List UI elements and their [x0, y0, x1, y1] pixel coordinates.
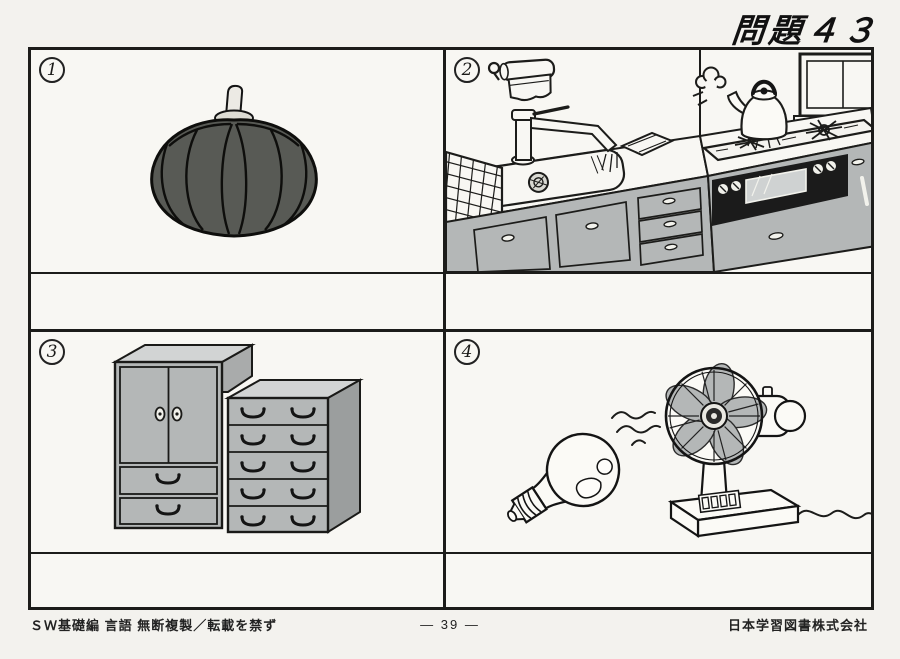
bulb-and-fan-illustration: [507, 362, 871, 539]
wardrobe-icon: [111, 343, 256, 530]
grid-vertical-divider: [443, 50, 446, 607]
oven-icon: [712, 154, 848, 226]
publisher-text: 日本学習図書株式会社: [727, 618, 868, 633]
answer-box-2: [446, 274, 871, 329]
panel-2-number: 2: [454, 57, 480, 83]
pumpkin-icon: [150, 84, 318, 238]
panel-3: 3: [31, 332, 443, 552]
steam-icon: [695, 66, 727, 91]
worksheet-grid: 1: [28, 47, 874, 610]
air-flow-icon: [611, 410, 661, 446]
page-footer: ＳＷ基礎編 言語 無断複製／転載を禁ず — 39 — 日本学習図書株式会社: [0, 615, 900, 639]
light-bulb-icon: [507, 432, 621, 524]
fan-guard-spokes: [668, 370, 760, 462]
chest-of-drawers-icon: [224, 378, 364, 534]
panel-1-number: 1: [39, 57, 65, 83]
fan-buttons: [697, 489, 742, 514]
kitchen-illustration: [446, 50, 871, 272]
answer-box-3: [31, 554, 443, 609]
electric-fan-icon: [664, 362, 871, 539]
page-title: 問題４３: [729, 12, 882, 49]
panel-4-number: 4: [454, 339, 480, 365]
answer-box-1: [31, 274, 443, 329]
copyright-text: ＳＷ基礎編 言語 無断複製／転載を禁ず: [30, 618, 278, 633]
folded-cloth-icon: [619, 131, 675, 157]
wardrobe-illustration: [111, 343, 364, 534]
faucet-icon: [511, 105, 618, 173]
paper-towel-icon: [487, 58, 556, 102]
pumpkin-illustration: [150, 84, 318, 238]
answer-line-row2: [31, 552, 871, 554]
panel-3-number: 3: [39, 339, 65, 365]
answer-box-4: [446, 554, 871, 609]
panel-2: 2: [446, 50, 871, 272]
panel-1: 1: [31, 50, 443, 272]
power-cord-icon: [797, 509, 871, 520]
answer-line-row1: [31, 272, 871, 274]
gas-stove-icon: [701, 118, 871, 162]
panel-4: 4: [446, 332, 871, 552]
grid-horizontal-divider: [31, 329, 871, 332]
kettle-icon: [692, 66, 788, 149]
page-number: — 39 —: [420, 617, 480, 632]
